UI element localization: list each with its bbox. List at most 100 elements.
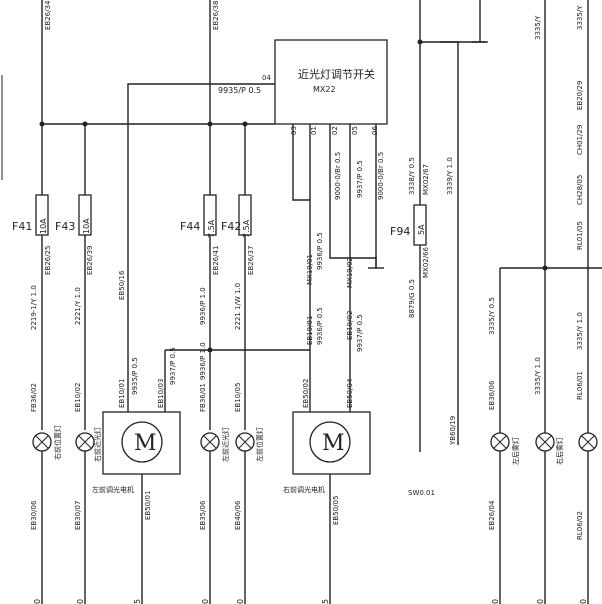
right-motor-label: 右前调光电机 [283, 485, 325, 494]
junction-dot [39, 121, 45, 127]
switch-pin-top: 04 [262, 74, 271, 82]
wire-label: 9937/P 0.5 [169, 347, 177, 385]
wire-label: 3335/Y 1.0 [534, 357, 542, 395]
fuse-connector: EB26/41 [212, 246, 220, 275]
junction-dot [542, 265, 548, 271]
lamp-label: 左后雾灯 [511, 437, 520, 465]
lamp-label: 右后雾灯 [555, 437, 564, 465]
connector-label: EB19/01 [306, 316, 314, 345]
svg-text:F94: F94 [390, 225, 410, 238]
lamp-label: 左前近光灯 [221, 427, 230, 462]
wire-label: 9936/P 1.0 [199, 287, 207, 325]
wire-label: EB50/16 [118, 270, 126, 300]
connector-label: CH28/05 [576, 175, 584, 205]
wire-label: 9937/P 0.5 [356, 160, 364, 198]
lamp-7 [578, 432, 598, 452]
wire-label: 2219-1/Y 1.0 [30, 285, 38, 330]
switch-code: MX22 [313, 85, 336, 94]
svg-text:5A: 5A [417, 224, 426, 235]
svg-text:F41: F41 [12, 220, 32, 233]
connector-label: EB19/02 [346, 311, 354, 340]
connector-label: EB10/01 [118, 379, 126, 408]
connector-label: EB10/02 [74, 383, 82, 412]
ground-label: SW0.01 [408, 489, 435, 497]
wire-label: 3335/Y 1.0 [576, 312, 584, 350]
connector-label: EB10/05 [234, 383, 242, 412]
connector-label: EB30/07 [74, 501, 82, 530]
lamp-3 [200, 432, 220, 452]
fuse-connector: EB26/39 [86, 246, 94, 275]
fuse-f94: F94 5A [390, 204, 427, 246]
connector-label: FB36/02 [30, 383, 38, 412]
switch-top-wire-label: 9935/P 0.5 [218, 86, 261, 95]
connector-label: EB20/29 [576, 81, 584, 110]
fuse-f43: F43 10A [55, 194, 92, 236]
lamp-5 [490, 432, 510, 452]
wire-label: 8879/G 0.5 [408, 279, 416, 318]
connector-label: RL06/01 [576, 371, 584, 400]
bottom-number: 0 [33, 599, 42, 604]
connector-label: RL06/02 [576, 511, 584, 540]
junction-dot [417, 39, 423, 45]
wire-label: 9937/P 0.5 [356, 314, 364, 352]
connector-label: MX19/01 [306, 254, 314, 285]
left-motor-symbol [121, 421, 163, 463]
svg-text:7.5A: 7.5A [242, 219, 251, 238]
connector-label: EB50/02 [302, 379, 310, 408]
bottom-number: 0 [201, 599, 210, 604]
connector-label: EB30/06 [30, 500, 38, 530]
wire-label: 9936/P 0.5 [316, 232, 324, 270]
svg-text:10A: 10A [39, 218, 48, 234]
connector-label: MX19/02 [346, 257, 354, 288]
connector-label: EB36/06 [488, 380, 496, 410]
lamp-1 [32, 432, 52, 452]
connector-label: EB40/06 [234, 500, 242, 530]
fuse-connector: MX02/66 [422, 246, 430, 278]
lamp-label: 右前位置灯 [53, 425, 62, 460]
svg-text:10A: 10A [82, 218, 91, 234]
wire-label: 9000-0/Br 0.5 [377, 152, 385, 200]
motor-letter: M [322, 431, 345, 456]
svg-text:F42: F42 [221, 220, 241, 233]
top-connector-2: EB26/38 [212, 1, 220, 30]
lamp-label: 右前近光灯 [93, 427, 102, 462]
connector-label: EB50/01 [144, 491, 152, 520]
wire-label: 9936/P 0.5 [316, 307, 324, 345]
bottom-number: 5 [321, 599, 330, 604]
bottom-number: 5 [133, 599, 142, 604]
bottom-number: 0 [536, 599, 545, 604]
switch-pin: 01 [310, 126, 318, 135]
lamp-2 [75, 432, 95, 452]
switch-pin: 02 [331, 126, 339, 135]
connector-label: FB36/01 [199, 383, 207, 412]
switch-to-left-motor-wire [127, 83, 275, 412]
feed-wire-7 [440, 41, 459, 445]
wire-label: 3335/Y [576, 5, 584, 30]
connector-label: EB50/04 [346, 378, 354, 408]
switch-pin: 05 [351, 126, 359, 135]
connector-label: EB10/03 [157, 379, 165, 408]
wire-label: 3335/Y 0.5 [488, 297, 496, 335]
wire-label: 9935/P 0.5 [131, 357, 139, 395]
svg-text:F44: F44 [180, 220, 200, 233]
switch-wire-a [292, 124, 311, 350]
left-motor-label: 左前调光电机 [92, 485, 134, 494]
switch-pin: 03 [290, 126, 298, 135]
wire-label: 2221/Y 1.0 [74, 287, 82, 325]
connector-label: CH01/29 [576, 125, 584, 155]
junction-dot [207, 121, 213, 127]
wire-label: 2221 1/W 1.0 [234, 283, 242, 330]
wire-label: 3335/Y [534, 15, 542, 40]
connector-label: EB50/05 [332, 496, 340, 525]
connector-label: EB35/06 [199, 500, 207, 530]
junction-dot [82, 121, 88, 127]
wire-label: 9000-0/Br 0.5 [334, 152, 342, 200]
fuse-f41: F41 10A [12, 194, 49, 236]
junction-dot [207, 347, 213, 353]
switch-pin: 06 [371, 126, 379, 135]
motor-letter: M [134, 431, 157, 456]
right-motor-symbol [309, 421, 351, 463]
bottom-number: 0 [76, 599, 85, 604]
connector-label: MX02/67 [422, 164, 430, 195]
